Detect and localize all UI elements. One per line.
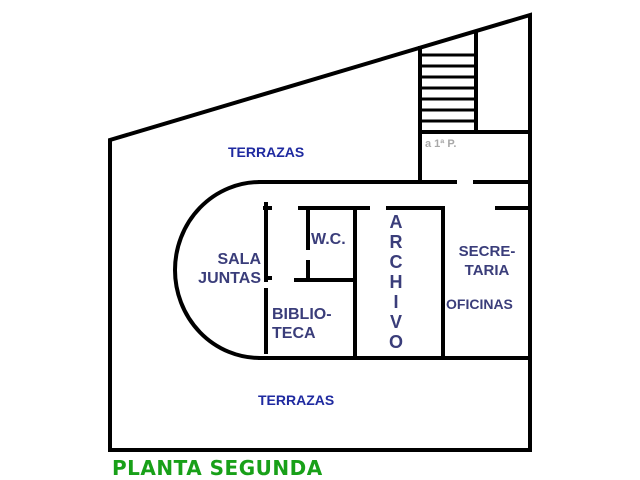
archivo-letter: O	[388, 332, 403, 352]
archivo-letter: V	[389, 312, 402, 332]
room-secretaria: SECRE- TARIA	[452, 242, 522, 280]
room-biblioteca: BIBLIO- TECA	[272, 305, 332, 343]
stairs-note: a 1ª P.	[425, 138, 457, 150]
outer-wall	[108, 12, 532, 452]
sala-line2: JUNTAS	[198, 270, 261, 287]
secretaria-line2: TARIA	[464, 262, 510, 279]
archivo-letter: R	[389, 232, 403, 252]
room-oficinas: OFICINAS	[446, 296, 513, 312]
room-sala-juntas: SALA JUNTAS	[198, 250, 261, 288]
archivo-letter: C	[389, 252, 403, 272]
stairs-icon	[418, 53, 478, 123]
terrace-label-bottom: TERRAZAS	[258, 392, 335, 408]
archivo-letter: H	[389, 272, 403, 292]
biblio-line2: TECA	[272, 325, 316, 342]
secretaria-line1: SECRE-	[458, 243, 516, 260]
sala-line1: SALA	[217, 251, 261, 268]
archivo-letter: I	[393, 292, 399, 312]
plan-title: PLANTA SEGUNDA	[112, 456, 323, 480]
biblio-line1: BIBLIO-	[272, 306, 332, 323]
archivo-letter: A	[389, 212, 403, 232]
terrace-label-top: TERRAZAS	[228, 144, 305, 160]
room-wc: W.C.	[311, 231, 346, 248]
room-archivo: A R C H I V O	[386, 212, 406, 352]
